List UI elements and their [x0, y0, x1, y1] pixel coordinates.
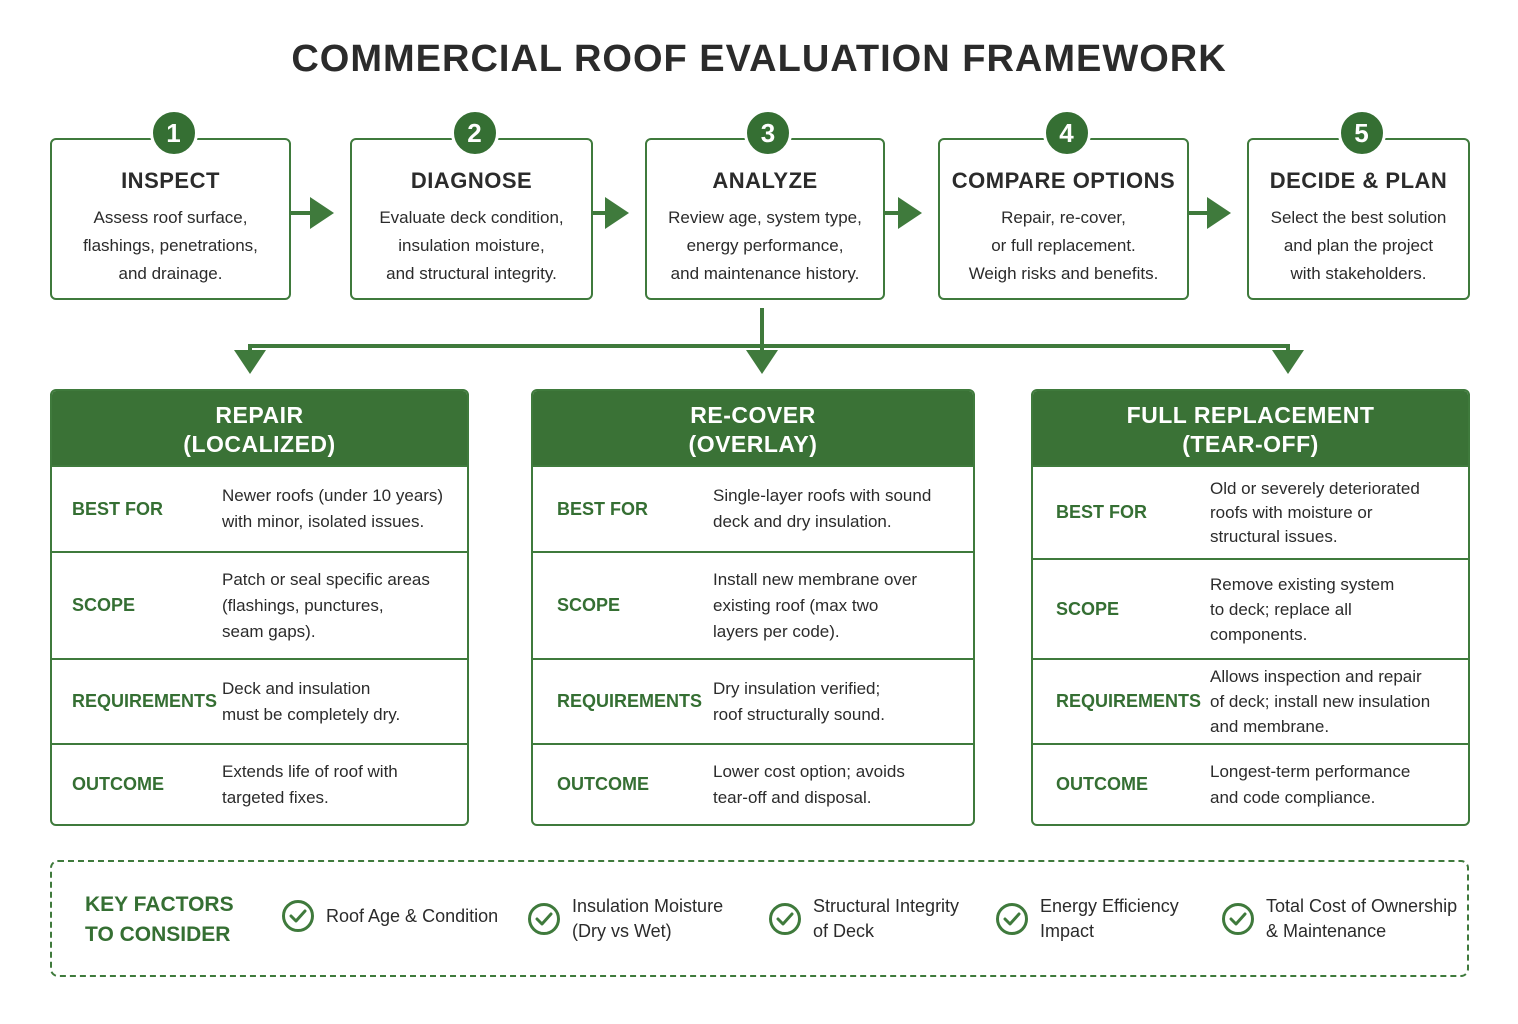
row-text: Newer roofs (under 10 years) with minor,… [222, 486, 444, 531]
row-label: REQUIREMENTS [557, 691, 703, 711]
row-text: Old or severely deteriorated roofs with … [1210, 478, 1420, 546]
factor-label: Structural Integrity of Deck [813, 896, 960, 941]
row-label: SCOPE [72, 595, 136, 615]
step-number-badge: 1 [149, 109, 198, 157]
check-circle-icon [528, 903, 560, 935]
row-text: Install new membrane over existing roof … [713, 569, 918, 641]
row-scope: SCOPE Remove existing system to deck; re… [1033, 558, 1468, 658]
factor-label: Energy Efficiency Impact [1040, 896, 1179, 941]
row-best-for: BEST FOR Newer roofs (under 10 years) wi… [52, 465, 467, 551]
step-number-badge: 4 [1042, 109, 1091, 157]
row-text: Remove existing system to deck; replace … [1210, 574, 1395, 644]
factor-item: Roof Age & Condition [282, 900, 498, 932]
row-scope: SCOPE Install new membrane over existing… [533, 551, 973, 658]
row-text: Extends life of roof with targeted fixes… [222, 761, 398, 807]
step-title: DIAGNOSE [410, 168, 533, 193]
row-text: Allows inspection and repair of deck; in… [1210, 667, 1431, 736]
option-repair: REPAIR (LOCALIZED) BEST FOR Newer roofs … [50, 389, 469, 826]
step-description: Evaluate deck condition, insulation mois… [379, 208, 564, 283]
step-description: Review age, system type, energy performa… [668, 208, 862, 283]
row-text: Longest-term performance and code compli… [1210, 761, 1411, 807]
page-title: COMMERCIAL ROOF EVALUATION FRAMEWORK [291, 38, 1227, 80]
factor-item: Energy Efficiency Impact [996, 894, 1179, 944]
step-analyze: 3 ANALYZE Review age, system type, energ… [645, 109, 885, 300]
step-compare-options: 4 COMPARE OPTIONS Repair, re-cover, or f… [938, 109, 1189, 300]
step-number-badge: 5 [1337, 109, 1386, 157]
row-best-for: BEST FOR Old or severely deteriorated ro… [1033, 465, 1468, 558]
row-outcome: OUTCOME Lower cost option; avoids tear-o… [533, 743, 973, 824]
step-title: DECIDE & PLAN [1269, 168, 1448, 193]
factor-item: Structural Integrity of Deck [769, 894, 959, 944]
key-factors-panel: KEY FACTORS TO CONSIDER Roof Age & Condi… [50, 860, 1469, 977]
row-text: Patch or seal specific areas (flashings,… [222, 569, 430, 641]
step-description: Repair, re-cover, or full replacement. W… [968, 208, 1159, 283]
factor-item: Total Cost of Ownership & Maintenance [1222, 894, 1457, 944]
row-text: Lower cost option; avoids tear-off and d… [713, 761, 905, 807]
row-requirements: REQUIREMENTS Dry insulation verified; ro… [533, 658, 973, 743]
step-title: ANALYZE [712, 168, 818, 193]
check-circle-icon [282, 900, 314, 932]
step-diagnose: 2 DIAGNOSE Evaluate deck condition, insu… [350, 109, 593, 300]
step-inspect: 1 INSPECT Assess roof surface, flashings… [50, 109, 291, 300]
step-decide-plan: 5 DECIDE & PLAN Select the best solution… [1247, 109, 1470, 300]
row-best-for: BEST FOR Single-layer roofs with sound d… [533, 465, 973, 551]
step-description: Assess roof surface, flashings, penetrat… [83, 208, 258, 283]
row-label: OUTCOME [1056, 774, 1148, 794]
row-label: REQUIREMENTS [1056, 691, 1202, 711]
step-title: COMPARE OPTIONS [951, 168, 1176, 193]
row-scope: SCOPE Patch or seal specific areas (flas… [52, 551, 467, 658]
factor-label: Insulation Moisture (Dry vs Wet) [572, 896, 724, 941]
check-circle-icon [996, 903, 1028, 935]
check-circle-icon [1222, 903, 1254, 935]
key-factors-title: KEY FACTORS TO CONSIDER [85, 893, 234, 946]
row-label: SCOPE [557, 595, 621, 615]
option-full-replacement: FULL REPLACEMENT (TEAR-OFF) BEST FOR Old… [1031, 389, 1470, 826]
row-label: SCOPE [1056, 598, 1120, 619]
factor-label: Total Cost of Ownership & Maintenance [1266, 896, 1458, 941]
option-title: FULL REPLACEMENT (TEAR-OFF) [1033, 391, 1468, 465]
factor-label: Roof Age & Condition [326, 905, 499, 926]
row-text: Single-layer roofs with sound deck and d… [713, 486, 932, 531]
option-recover: RE-COVER (OVERLAY) BEST FOR Single-layer… [531, 389, 975, 826]
step-number-badge: 3 [744, 109, 792, 157]
row-text: Deck and insulation must be completely d… [222, 678, 401, 724]
option-title: REPAIR (LOCALIZED) [52, 391, 467, 465]
row-requirements: REQUIREMENTS Deck and insulation must be… [52, 658, 467, 743]
factor-item: Insulation Moisture (Dry vs Wet) [528, 894, 723, 944]
row-label: BEST FOR [557, 498, 649, 519]
step-number-badge: 2 [450, 109, 499, 157]
row-text: Dry insulation verified; roof structural… [713, 678, 885, 724]
step-description: Select the best solution and plan the pr… [1270, 208, 1447, 283]
step-title: INSPECT [121, 168, 220, 193]
row-label: REQUIREMENTS [72, 691, 218, 711]
row-label: BEST FOR [72, 498, 164, 519]
row-label: OUTCOME [72, 774, 164, 794]
row-outcome: OUTCOME Extends life of roof with target… [52, 743, 467, 824]
option-title: RE-COVER (OVERLAY) [533, 391, 973, 465]
row-requirements: REQUIREMENTS Allows inspection and repai… [1033, 658, 1468, 743]
row-outcome: OUTCOME Longest-term performance and cod… [1033, 743, 1468, 824]
row-label: BEST FOR [1056, 502, 1148, 522]
check-circle-icon [769, 903, 801, 935]
row-label: OUTCOME [557, 774, 649, 794]
